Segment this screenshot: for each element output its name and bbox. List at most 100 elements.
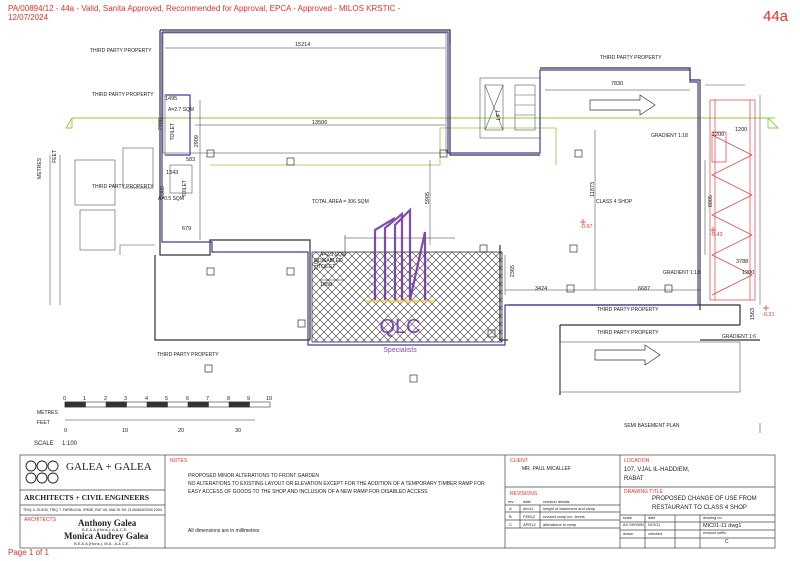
rev-c-details: alterations to ramp <box>543 522 577 527</box>
dim-583: 583 <box>186 157 196 163</box>
drawing-no-value: MIC01-11 dwg1 <box>703 523 742 529</box>
label-gradient-mid: GRADIENT 1:18 <box>663 270 700 276</box>
label-toilet-2: TOILET <box>182 180 188 198</box>
watermark-logo <box>365 207 435 302</box>
revisions-label: REVISIONS <box>510 491 538 497</box>
client-label: CLIENT <box>510 458 528 464</box>
status-line-2: 12/07/2024 <box>8 13 49 22</box>
scale-m-7: 7 <box>206 396 210 402</box>
label-third-party-left2: THIRD PARTY PROPERTY <box>92 184 154 190</box>
checked-label: checked <box>648 532 663 536</box>
label-third-party-bottom-left: THIRD PARTY PROPERTY <box>157 352 219 358</box>
firm-name-2: GALEA <box>114 461 152 473</box>
dim-1343: 1343 <box>166 170 179 176</box>
label-third-party-top-left: THIRD PARTY PROPERTY <box>90 48 152 54</box>
scale-metres-label: METRES <box>37 410 58 416</box>
dim-7830: 7830 <box>611 81 624 87</box>
dim-6687: 6687 <box>638 286 651 292</box>
rev-a-date: dec11 <box>523 506 534 511</box>
firm-address: TRIQ IL-SLIEM, TRIQ T. FARRUGIA, IRMIE, … <box>23 508 162 512</box>
label-gradient-top: GRADIENT 1:18 <box>651 133 688 139</box>
scale-m-8: 8 <box>227 396 231 402</box>
ramp-hatch <box>311 251 503 343</box>
dim-15214: 15214 <box>295 42 311 48</box>
scale-m-10: 10 <box>266 396 273 402</box>
rev-b-details: revised ramp inc. levels <box>543 514 585 519</box>
level-marker-right <box>767 117 780 129</box>
firm-name: GALEA + GALEA <box>66 461 152 473</box>
label-area-2-3: A=2.3 SQM <box>320 252 346 258</box>
dim-5905: 5905 <box>425 192 431 205</box>
notes-heading: NOTES <box>170 458 188 464</box>
rev-a-rev: A <box>509 506 512 511</box>
dim-1200-c: 1200 <box>742 270 755 276</box>
revision-suffix-label: revision suffix <box>703 531 726 535</box>
scale-m-1: 1 <box>83 396 87 402</box>
dim-1495: 1495 <box>165 96 178 102</box>
dim-679: 679 <box>182 226 192 232</box>
location-line-1: 107, VJAL IL-HADDIEM, <box>624 467 690 473</box>
rev-b-rev: B <box>509 514 512 519</box>
dim-2100: 2100 <box>314 258 320 271</box>
notes-line-1: PROPOSED MINOR ALTERATIONS TO FRONT GARD… <box>188 473 319 479</box>
label-feet-vertical: FEET <box>52 150 58 163</box>
level-marker-left <box>65 117 73 129</box>
dim-1563: 1563 <box>750 308 756 321</box>
scale-m-9: 9 <box>247 396 251 402</box>
firm-plus: + <box>105 461 112 473</box>
scale-field-value: AS SHOWN <box>623 523 644 527</box>
architect-1-quals: B.E.& A.(Hons.), A.& C.E. <box>82 527 128 532</box>
rev-header-rev: rev <box>508 499 514 504</box>
dim-2365: 2365 <box>510 265 516 278</box>
architect-2-quals: B.E.& A.(Hons.), M.A., A.& C.E. <box>74 541 130 546</box>
drawing-title-line-2: RESTAURANT TO CLASS 4 SHOP <box>652 505 747 511</box>
scale-m-4: 4 <box>145 396 149 402</box>
dim-2909: 2909 <box>194 135 200 148</box>
label-toilet-1: TOILET <box>170 123 176 141</box>
architect-1-name: Anthony Galea <box>78 518 137 528</box>
scale-m-6: 6 <box>186 396 190 402</box>
rev-c-date: APR12 <box>523 522 536 527</box>
dim-3788: 3788 <box>736 259 749 265</box>
dim-2706: 2706 <box>158 118 164 131</box>
dim-8005: 8005 <box>708 195 714 208</box>
scale-m-5: 5 <box>165 396 169 402</box>
status-line-1: PA/00894/12 - 44a - Valid, Sanita Approv… <box>8 4 401 13</box>
scale-m-2: 2 <box>104 396 108 402</box>
label-semi-basement-plan: SEMI BASEMENT PLAN <box>624 423 680 429</box>
firm-name-1: GALEA <box>66 461 103 473</box>
location-label: LOCATION <box>624 458 650 464</box>
rev-b-date: FEB12 <box>523 514 536 519</box>
scale-field-label: scale <box>623 516 632 520</box>
architect-2-name: Monica Audrey Galea <box>64 531 149 541</box>
rev-a-details: height of basement and ramp <box>543 506 596 511</box>
level-right: -0.31 <box>762 312 775 318</box>
label-disabled-toilet: DISABLED TOILET <box>318 258 343 270</box>
drawn-label: drawn <box>623 532 634 536</box>
scale-label: SCALE <box>34 441 54 447</box>
scale-m-0: 0 <box>63 396 67 402</box>
label-class4-shop: CLASS 4 SHOP <box>596 199 633 205</box>
sheet-number: 44a <box>763 8 789 25</box>
dim-1200-a: 1200 <box>735 127 748 133</box>
scale-m-3: 3 <box>124 396 128 402</box>
scale-f-20: 20 <box>178 428 185 434</box>
label-total-area: TOTAL AREA = 306 SQM <box>312 199 369 205</box>
date-field-value: NOV11 <box>648 523 661 527</box>
firm-logo <box>25 460 59 484</box>
label-third-party-top-right: THIRD PARTY PROPERTY <box>600 55 662 61</box>
label-area-0-5: A=0.5 SQM <box>158 196 184 202</box>
scale-f-0: 0 <box>64 428 68 434</box>
label-gradient-bottom: GRADIENT 1:6 <box>722 334 757 340</box>
notes-line-2: NO ALTERATIONS TO EXISTING LAYOUT OR ELE… <box>188 481 485 487</box>
drawing-title-label: DRAWING TITLE <box>624 489 663 495</box>
revision-suffix-value: C <box>725 539 729 545</box>
architects-label: ARCHITECTS <box>24 517 56 523</box>
scale-f-10: 10 <box>122 428 129 434</box>
dim-1656: 1656 <box>320 282 333 288</box>
level-top: -0.97 <box>580 224 593 230</box>
dim-1200-b: 1200 <box>712 132 725 138</box>
label-third-party-right-mid: THIRD PARTY PROPERTY <box>597 307 659 313</box>
dim-13506: 13506 <box>312 120 328 126</box>
